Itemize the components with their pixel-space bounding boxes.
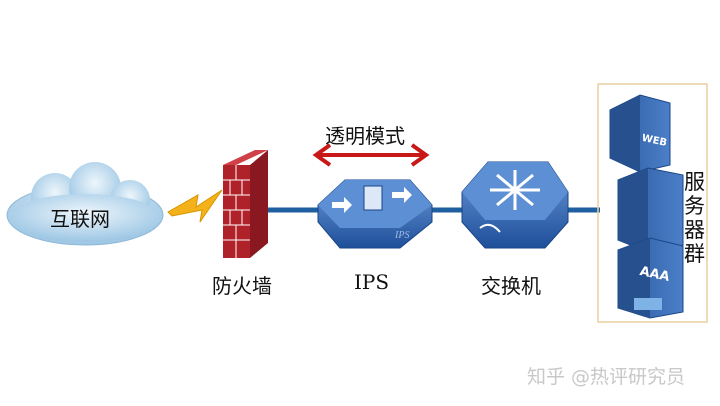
switch-label: 交换机 [481,274,541,298]
server-group-box [597,83,708,323]
switch-icon [461,161,569,249]
web-server-label: WEB [641,133,668,149]
web-server-icon [609,94,671,173]
server-icon [617,167,684,253]
bidirectional-arrow-icon [312,143,430,167]
watermark: 知乎 @热评研究员 [527,366,686,388]
aaa-server-icon [617,237,684,319]
firewall-brick-icon [223,150,268,258]
ips-label: IPS [354,270,390,294]
cloud-icon [6,162,164,246]
aaa-server-label: AAA [638,264,671,285]
ips-device-icon [317,179,433,249]
transparent-mode-label: 透明模式 [325,124,405,148]
server-group-label: 服务器群 [684,170,705,266]
firewall-label: 防火墙 [212,274,272,298]
ips-device-mark: IPS [394,230,409,241]
internet-label: 互联网 [50,207,110,231]
lightning-icon [167,189,223,223]
